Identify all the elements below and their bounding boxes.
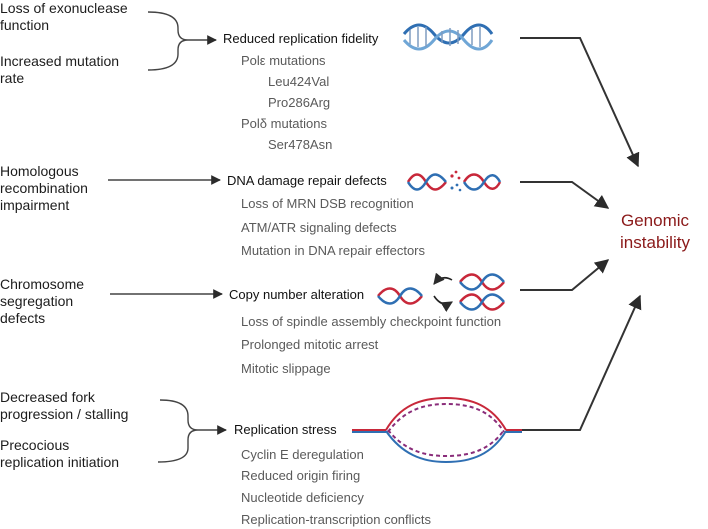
- cause-chromosome-segregation: Chromosome segregation defects: [0, 276, 84, 327]
- outcome-line: instability: [620, 233, 690, 252]
- detail-item: Reduced origin firing: [241, 468, 361, 483]
- mechanism-replication-stress: Replication stress: [234, 422, 337, 437]
- broken-dna-icon: [406, 170, 502, 192]
- cause-loss-of-exonuclease: Loss of exonuclease function: [0, 0, 128, 34]
- arrow-cna-to-outcome: [520, 259, 610, 291]
- cause-line: segregation: [0, 293, 74, 309]
- mechanism-reduced-replication-fidelity: Reduced replication fidelity: [223, 31, 379, 46]
- detail-item: Polδ mutations: [241, 116, 327, 131]
- detail-item: Loss of spindle assembly checkpoint func…: [241, 314, 502, 329]
- cause-line: replication initiation: [0, 454, 120, 470]
- cause-homologous-recombination: Homologous recombination impairment: [0, 163, 88, 214]
- detail-item: Ser478Asn: [268, 137, 333, 152]
- detail-item: Mutation in DNA repair effectors: [241, 243, 426, 258]
- detail-item: ATM/ATR signaling defects: [241, 220, 397, 235]
- detail-item: Polε mutations: [241, 53, 326, 68]
- cause-line: function: [0, 17, 50, 33]
- mechanism-copy-number-alteration: Copy number alteration: [229, 287, 365, 302]
- detail-item: Cyclin E deregulation: [241, 447, 364, 462]
- cause-line: Decreased fork: [0, 389, 95, 405]
- detail-item: Mitotic slippage: [241, 361, 331, 376]
- cause-line: Precocious: [0, 437, 70, 453]
- detail-item: Loss of MRN DSB recognition: [241, 196, 414, 211]
- dna-duplication-icon: [377, 272, 505, 312]
- cause-line: defects: [0, 310, 46, 326]
- dna-double-helix-icon: [402, 23, 494, 51]
- cause-decreased-fork-progression: Decreased fork progression / stalling: [0, 389, 128, 423]
- cause-increased-mutation-rate: Increased mutation rate: [0, 53, 119, 87]
- arrow-stress-to-outcome: [520, 294, 642, 431]
- cause-line: recombination: [0, 180, 88, 196]
- replication-bubble-icon: [352, 396, 522, 464]
- cause-line: Loss of exonuclease: [0, 0, 128, 16]
- outcome-genomic-instability: Genomic instability: [608, 210, 702, 254]
- detail-item: Nucleotide deficiency: [241, 490, 364, 505]
- detail-item: Pro286Arg: [268, 95, 331, 110]
- detail-item: Replication-transcription conflicts: [241, 512, 432, 527]
- cause-line: impairment: [0, 197, 70, 213]
- detail-item: Prolonged mitotic arrest: [241, 337, 379, 352]
- mechanism-dna-damage-repair: DNA damage repair defects: [227, 173, 387, 188]
- cause-line: progression / stalling: [0, 406, 129, 422]
- arrow-repair-to-outcome: [520, 181, 610, 209]
- bracket-group1: [147, 11, 189, 71]
- cause-line: rate: [0, 70, 25, 86]
- cause-line: Homologous: [0, 163, 79, 179]
- cause-line: Increased mutation: [0, 53, 120, 69]
- cause-line: Chromosome: [0, 276, 85, 292]
- detail-item: Leu424Val: [268, 74, 330, 89]
- outcome-line: Genomic: [620, 211, 690, 230]
- arrow-fidelity-to-outcome: [520, 37, 640, 168]
- bracket-group4: [157, 399, 199, 463]
- cause-precocious-replication: Precocious replication initiation: [0, 437, 119, 471]
